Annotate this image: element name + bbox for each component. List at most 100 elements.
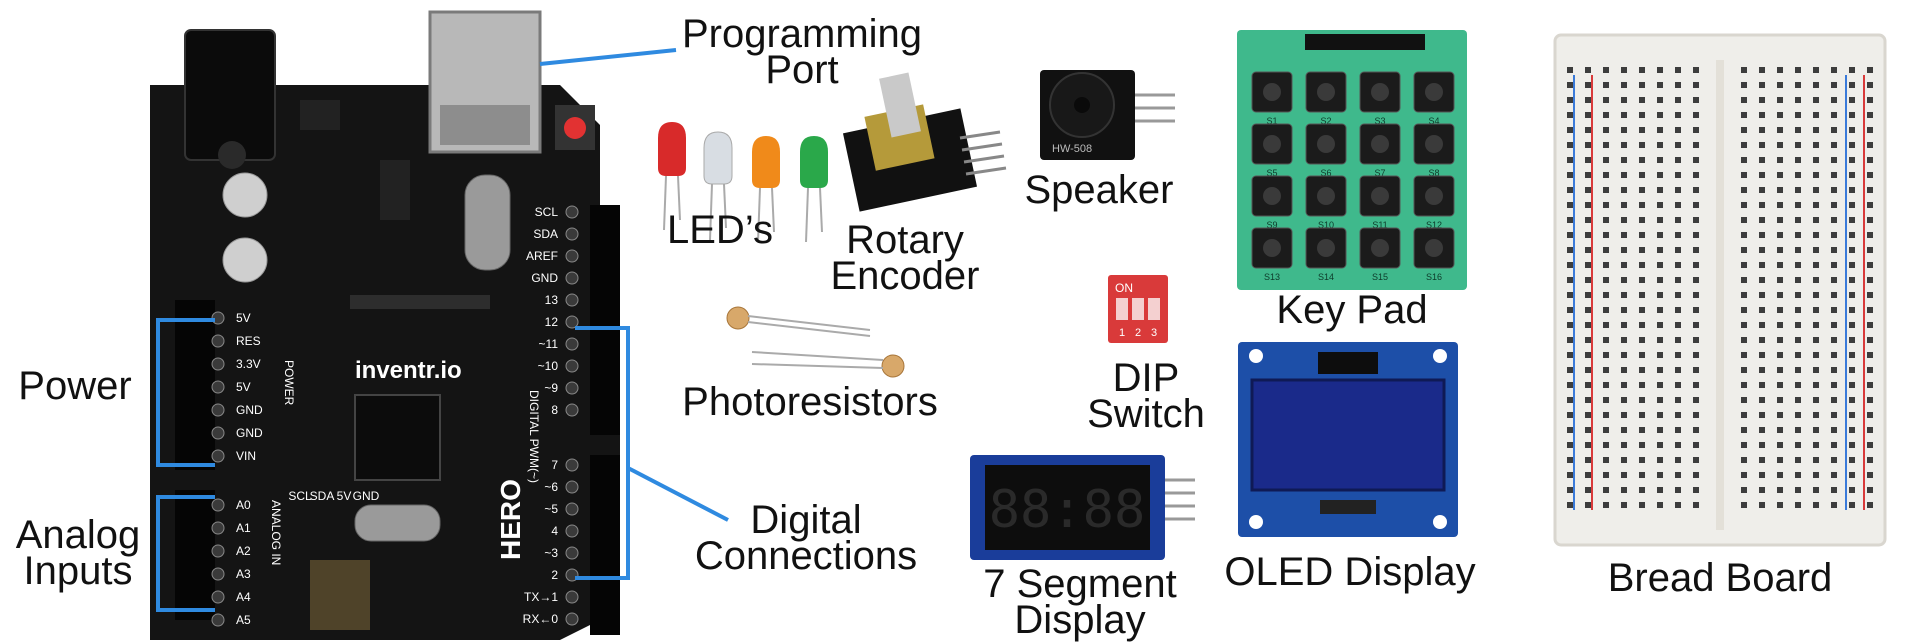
keypad-button-cap [1263, 187, 1281, 205]
pin-label: 8 [551, 403, 558, 417]
pin-label: TX→1 [524, 590, 558, 604]
breadboard-hole [1813, 397, 1819, 403]
pin-label: SCL [288, 489, 312, 503]
breadboard-hole [1621, 247, 1627, 253]
leds [658, 122, 828, 243]
breadboard-hole [1849, 442, 1855, 448]
breadboard-hole [1813, 232, 1819, 238]
breadboard-hole [1603, 97, 1609, 103]
breadboard-hole [1849, 427, 1855, 433]
breadboard-hole [1657, 322, 1663, 328]
breadboard-hole [1639, 82, 1645, 88]
keypad-key-label: S4 [1428, 116, 1439, 126]
breadboard-hole [1567, 487, 1573, 493]
breadboard-hole [1621, 307, 1627, 313]
pin-hole [565, 359, 579, 373]
pin-hole [211, 567, 225, 581]
breadboard-hole [1867, 202, 1873, 208]
breadboard-hole [1567, 142, 1573, 148]
breadboard-hole [1621, 217, 1627, 223]
breadboard-hole [1567, 322, 1573, 328]
breadboard-hole [1813, 322, 1819, 328]
breadboard-hole [1621, 112, 1627, 118]
breadboard-hole [1741, 322, 1747, 328]
breadboard-hole [1831, 322, 1837, 328]
crystal-bottom [354, 504, 441, 542]
breadboard-hole [1741, 487, 1747, 493]
pin-label: RES [236, 334, 261, 348]
breadboard-hole [1693, 322, 1699, 328]
breadboard-hole [1831, 487, 1837, 493]
pin-hole [565, 249, 579, 263]
breadboard-hole [1639, 157, 1645, 163]
rotary-encoder [842, 72, 1007, 212]
breadboard-hole [1621, 412, 1627, 418]
pin-hole [211, 403, 225, 417]
pin-label: A5 [236, 613, 251, 627]
breadboard-hole [1675, 82, 1681, 88]
breadboard-hole [1621, 127, 1627, 133]
breadboard-hole [1639, 427, 1645, 433]
breadboard-hole [1759, 142, 1765, 148]
breadboard-hole [1657, 472, 1663, 478]
callout-programming-port [539, 48, 677, 66]
breadboard-hole [1759, 412, 1765, 418]
breadboard-hole [1657, 112, 1663, 118]
breadboard-hole [1759, 247, 1765, 253]
breadboard-hole [1657, 487, 1663, 493]
breadboard-hole [1585, 472, 1591, 478]
pin-hole [211, 590, 225, 604]
breadboard-hole [1585, 247, 1591, 253]
breadboard-hole [1849, 307, 1855, 313]
breadboard-hole [1657, 337, 1663, 343]
breadboard-hole [1567, 127, 1573, 133]
breadboard-hole [1831, 412, 1837, 418]
breadboard-hole [1585, 397, 1591, 403]
breadboard-hole [1759, 232, 1765, 238]
pin-hole [565, 546, 579, 560]
breadboard-hole [1813, 502, 1819, 508]
arduino-board: inventr.io HERO POWER ANALOG IN DIGITAL … [150, 10, 620, 640]
breadboard-hole [1585, 292, 1591, 298]
breadboard-hole [1741, 442, 1747, 448]
pin-hole [565, 227, 579, 241]
pin-label: 5V [236, 311, 251, 325]
label-line: Digital [750, 498, 862, 542]
label-oled-display: OLED Display [1220, 552, 1480, 592]
breadboard-hole [1849, 322, 1855, 328]
breadboard-hole [1675, 172, 1681, 178]
breadboard-hole [1657, 172, 1663, 178]
breadboard-hole [1567, 232, 1573, 238]
breadboard-hole [1777, 82, 1783, 88]
pin-label: A1 [236, 521, 251, 535]
breadboard-hole [1777, 337, 1783, 343]
keypad-key-label: S2 [1320, 116, 1331, 126]
breadboard-hole [1639, 457, 1645, 463]
breadboard-hole [1813, 427, 1819, 433]
pin-label: ~9 [544, 381, 558, 395]
breadboard-hole [1675, 412, 1681, 418]
breadboard-hole [1657, 367, 1663, 373]
pin-label: 4 [551, 524, 558, 538]
breadboard-hole [1621, 397, 1627, 403]
breadboard-hole [1849, 382, 1855, 388]
breadboard-hole [1567, 397, 1573, 403]
breadboard-hole [1603, 157, 1609, 163]
breadboard-hole [1867, 397, 1873, 403]
pin-label: ~10 [538, 359, 559, 373]
breadboard-hole [1567, 337, 1573, 343]
pin-hole [565, 381, 579, 395]
pin-label: 12 [545, 315, 559, 329]
breadboard-hole [1831, 187, 1837, 193]
breadboard-hole [1777, 382, 1783, 388]
led-red [658, 122, 686, 231]
breadboard-hole [1567, 442, 1573, 448]
breadboard-hole [1777, 157, 1783, 163]
breadboard-hole [1675, 247, 1681, 253]
breadboard-hole [1585, 202, 1591, 208]
breadboard-hole [1795, 232, 1801, 238]
label-line: Port [765, 48, 839, 92]
label-bread-board: Bread Board [1600, 558, 1840, 598]
breadboard-hole [1813, 442, 1819, 448]
